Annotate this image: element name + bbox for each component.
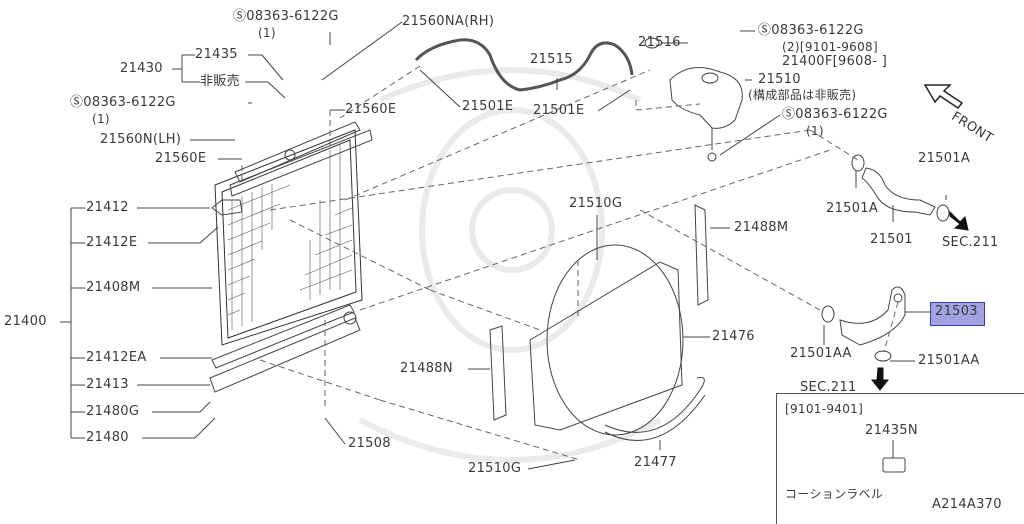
qty-s-bolt-left: (1) — [92, 112, 110, 126]
watermark-emblem — [358, 67, 662, 463]
figure-code: A214A370 — [932, 497, 1002, 512]
part-21412E[interactable]: 21412E — [86, 235, 138, 250]
overflow-hose-21515 — [414, 38, 634, 92]
sec-211-top-link[interactable]: SEC.211 — [942, 235, 999, 250]
part-21510G-top[interactable]: 21510G — [569, 196, 623, 211]
sec-211-arrow-icon — [870, 210, 969, 391]
part-21480G[interactable]: 21480G — [86, 404, 140, 419]
part-21501AA-left[interactable]: 21501AA — [790, 346, 852, 361]
part-21435N[interactable]: 21435N — [865, 423, 918, 438]
part-21480[interactable]: 21480 — [86, 430, 129, 445]
part-21476[interactable]: 21476 — [712, 329, 755, 344]
assembly-bracket-21400 — [60, 207, 219, 439]
fan-shroud-21476 — [529, 244, 706, 441]
inset-caution-label — [776, 393, 1024, 524]
part-21501E-left[interactable]: 21501E — [462, 99, 514, 114]
bracket-21488N — [489, 325, 507, 421]
reserve-tank-21510 — [644, 37, 743, 162]
part-21408M[interactable]: 21408M — [86, 280, 141, 295]
leader-lines — [190, 21, 947, 470]
part-21516[interactable]: 21516 — [638, 35, 681, 50]
assembly-dashed-lines — [241, 65, 899, 461]
part-21501AA-right[interactable]: 21501AA — [918, 353, 980, 368]
inset-caption: コーションラベル — [785, 487, 884, 501]
part-21501E-right[interactable]: 21501E — [533, 103, 585, 118]
part-21435[interactable]: 21435 — [195, 47, 238, 62]
qty-s-bolt-right: (1) — [806, 124, 824, 138]
part-21477[interactable]: 21477 — [634, 455, 677, 470]
note-21510: (構成部品は非販売) — [748, 88, 857, 102]
part-21560E-left[interactable]: 21560E — [155, 151, 207, 166]
part-21501[interactable]: 21501 — [870, 232, 913, 247]
part-21412[interactable]: 21412 — [86, 200, 129, 215]
highlight-21503 — [930, 302, 985, 326]
part-21430[interactable]: 21430 — [120, 61, 163, 76]
part-21510[interactable]: 21510 — [758, 72, 801, 87]
upper-hose-21501 — [851, 154, 950, 222]
part-s-bolt-top[interactable]: Ⓢ08363-6122G — [233, 9, 339, 24]
part-s-bolt-tank[interactable]: Ⓢ08363-6122G — [758, 23, 864, 38]
caution-label-icon — [882, 457, 906, 473]
part-21508[interactable]: 21508 — [348, 436, 391, 451]
bracket-21488M — [694, 204, 709, 306]
front-arrow-icon — [923, 84, 964, 110]
qty-s-bolt-top: (1) — [258, 26, 276, 40]
part-21501A-left[interactable]: 21501A — [826, 201, 879, 216]
part-21400F[interactable]: 21400F[9608- ] — [782, 54, 888, 69]
part-21413[interactable]: 21413 — [86, 377, 129, 392]
part-21412EA[interactable]: 21412EA — [86, 350, 147, 365]
part-21510G-bottom[interactable]: 21510G — [468, 461, 522, 476]
qty-s-bolt-tank: (2)[9101-9608] — [782, 40, 878, 54]
part-21560N[interactable]: 21560N(LH) — [100, 132, 182, 147]
assembly-bracket-21430 — [172, 54, 286, 99]
part-21560NA[interactable]: 21560NA(RH) — [402, 14, 495, 29]
parts-diagram-canvas — [60, 21, 969, 473]
part-s-bolt-left[interactable]: Ⓢ08363-6122G — [70, 95, 176, 110]
radiator-core — [209, 121, 373, 393]
part-21488N[interactable]: 21488N — [400, 361, 453, 376]
part-21488M[interactable]: 21488M — [734, 220, 789, 235]
part-21503[interactable]: 21503 — [935, 304, 978, 319]
part-21400[interactable]: 21400 — [4, 314, 47, 329]
not-sold-label: 非販売 — [200, 74, 240, 89]
part-s-bolt-right[interactable]: Ⓢ08363-6122G — [782, 107, 888, 122]
inset-date-range: [9101-9401] — [785, 402, 864, 416]
sec-211-bottom-link[interactable]: SEC.211 — [800, 380, 857, 395]
part-21560E-right[interactable]: 21560E — [345, 102, 397, 117]
part-21515[interactable]: 21515 — [530, 52, 573, 67]
part-21501A-top[interactable]: 21501A — [918, 151, 971, 166]
